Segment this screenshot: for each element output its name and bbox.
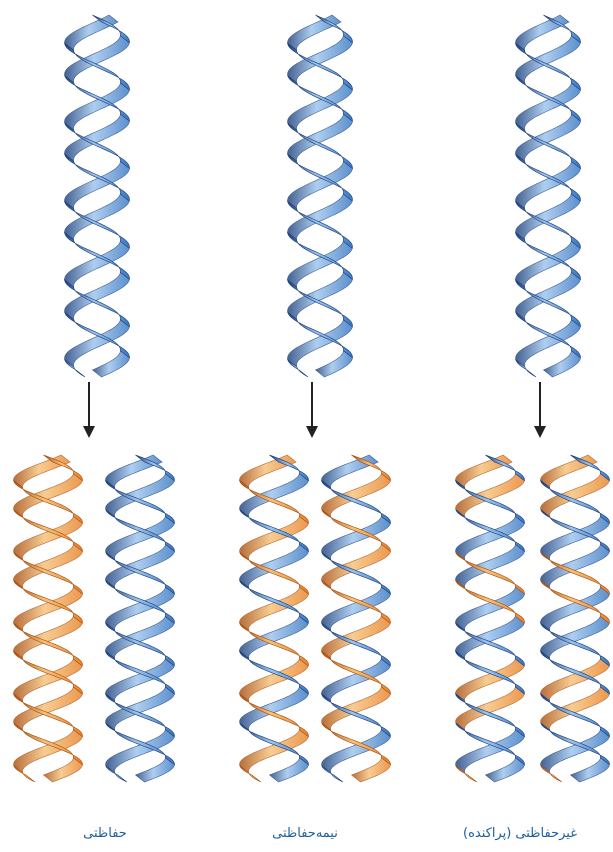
helix-strand-b [322, 766, 343, 782]
helix-strand-a [136, 758, 175, 782]
helix-strand-a [544, 351, 581, 377]
daughter-helix-0-0 [14, 455, 83, 782]
daughter-helix-1-0 [240, 455, 309, 782]
helix-strand-b [106, 766, 127, 782]
caption-semiconservative: نیمه‌حفاظتی [230, 822, 380, 846]
helix-strand-b [288, 15, 341, 50]
helix-strand-b [516, 15, 569, 50]
helix-strand-a [93, 351, 130, 377]
daughter-helix-2-1 [541, 455, 610, 782]
helix-strand-b [456, 766, 477, 782]
helix-strand-a [486, 758, 525, 782]
helix-strand-b [106, 455, 163, 487]
helix-strand-a [44, 758, 83, 782]
parental-helix-0 [65, 15, 130, 377]
daughter-helix-0-1 [106, 455, 175, 782]
helix-strand-b [65, 15, 118, 50]
helix-strand-b [541, 455, 598, 487]
helix-strand-a [352, 758, 391, 782]
helix-strand-b [240, 455, 297, 487]
helix-strand-b [14, 455, 71, 487]
caption-dispersive: غیرحفاظتی (پراکنده) [430, 822, 610, 846]
daughter-helices [14, 455, 610, 782]
replication-arrows [89, 382, 540, 432]
daughter-helix-1-1 [322, 455, 391, 782]
helix-strand-b [516, 360, 536, 377]
helix-strand-a [571, 758, 610, 782]
parental-helix-2 [516, 15, 581, 377]
helix-strand-b [541, 766, 562, 782]
helix-strand-b [65, 360, 85, 377]
helix-strand-a [316, 351, 353, 377]
helix-strand-b [322, 455, 379, 487]
helix-strand-b [14, 766, 35, 782]
parental-helix-1 [288, 15, 353, 377]
helix-strand-a [270, 758, 309, 782]
caption-conservative: حفاظتی [40, 822, 170, 846]
helix-strand-b [240, 766, 261, 782]
parental-helices [65, 15, 581, 377]
daughter-helix-2-0 [456, 455, 525, 782]
helix-strand-b [288, 360, 308, 377]
helix-strand-b [456, 455, 513, 487]
